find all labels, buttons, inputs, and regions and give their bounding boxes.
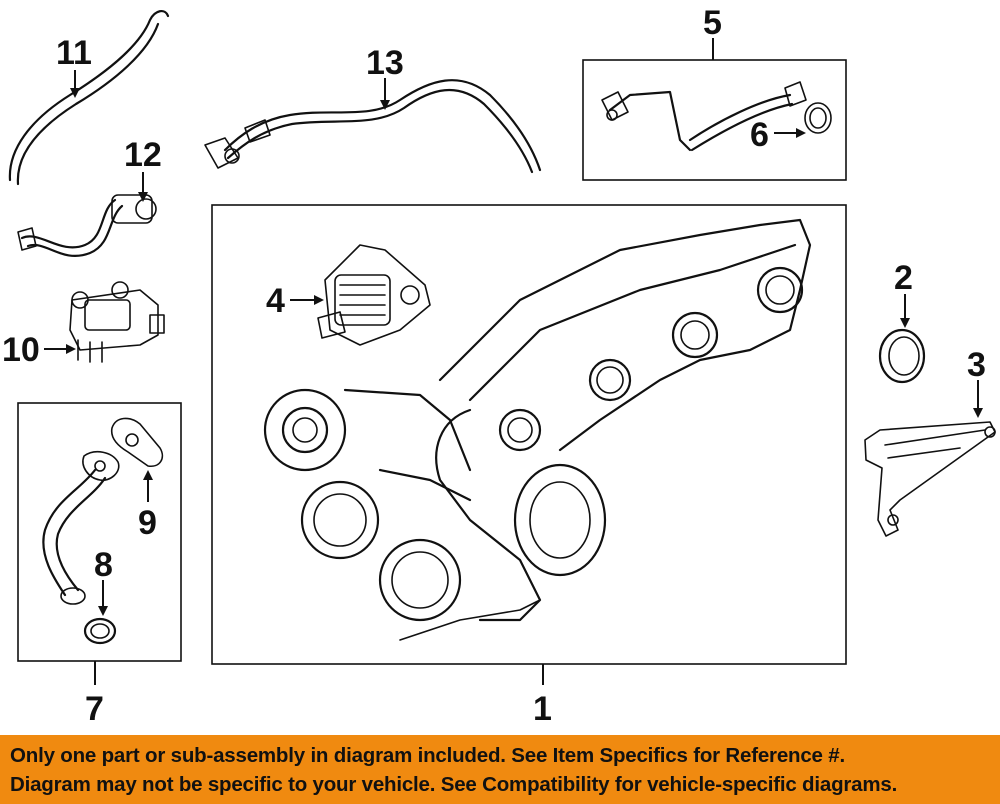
disclaimer-banner: Only one part or sub-assembly in diagram… bbox=[0, 735, 1000, 804]
part-1-turbocharger[interactable] bbox=[263, 218, 812, 641]
callout-12: 12 bbox=[124, 136, 162, 174]
callout-9: 9 bbox=[138, 504, 157, 542]
callout-2: 2 bbox=[894, 259, 913, 297]
leader-lines bbox=[44, 38, 983, 685]
callout-6: 6 bbox=[750, 116, 769, 154]
part-4-actuator[interactable] bbox=[317, 244, 431, 346]
oil-return-group-box bbox=[17, 402, 182, 662]
oil-line-group-box bbox=[582, 59, 847, 181]
callout-11: 11 bbox=[56, 34, 92, 72]
disclaimer-line-2: Diagram may not be specific to your vehi… bbox=[10, 773, 898, 796]
turbo-assembly-box bbox=[211, 204, 847, 665]
part-12-vacuum-valve[interactable] bbox=[17, 194, 157, 257]
callout-5: 5 bbox=[703, 4, 722, 42]
part-5-oil-feed-line[interactable] bbox=[601, 81, 807, 152]
callout-13: 13 bbox=[366, 44, 404, 82]
callout-10: 10 bbox=[2, 331, 40, 369]
part-8-o-ring[interactable] bbox=[83, 617, 117, 645]
part-9-gasket[interactable] bbox=[110, 417, 164, 468]
part-7-oil-return-line[interactable] bbox=[42, 450, 120, 605]
callout-3: 3 bbox=[967, 346, 986, 384]
part-10-solenoid-valve[interactable] bbox=[69, 281, 165, 363]
part-11-hose[interactable] bbox=[8, 10, 170, 186]
callout-1: 1 bbox=[533, 690, 552, 728]
callout-labels: 1 2 3 4 5 6 7 8 9 10 11 12 13 bbox=[2, 4, 986, 728]
callout-8: 8 bbox=[94, 546, 113, 584]
part-3-bracket[interactable] bbox=[864, 421, 996, 537]
part-6-gasket[interactable] bbox=[804, 102, 832, 134]
disclaimer-line-1: Only one part or sub-assembly in diagram… bbox=[10, 744, 845, 767]
callout-4: 4 bbox=[266, 282, 285, 320]
part-13-sensor-cable[interactable] bbox=[204, 79, 542, 174]
part-2-seal-ring[interactable] bbox=[878, 328, 926, 384]
callout-7: 7 bbox=[85, 690, 104, 728]
parts-diagram: 1 2 3 4 5 6 7 8 9 10 11 12 13 bbox=[2, 4, 996, 728]
